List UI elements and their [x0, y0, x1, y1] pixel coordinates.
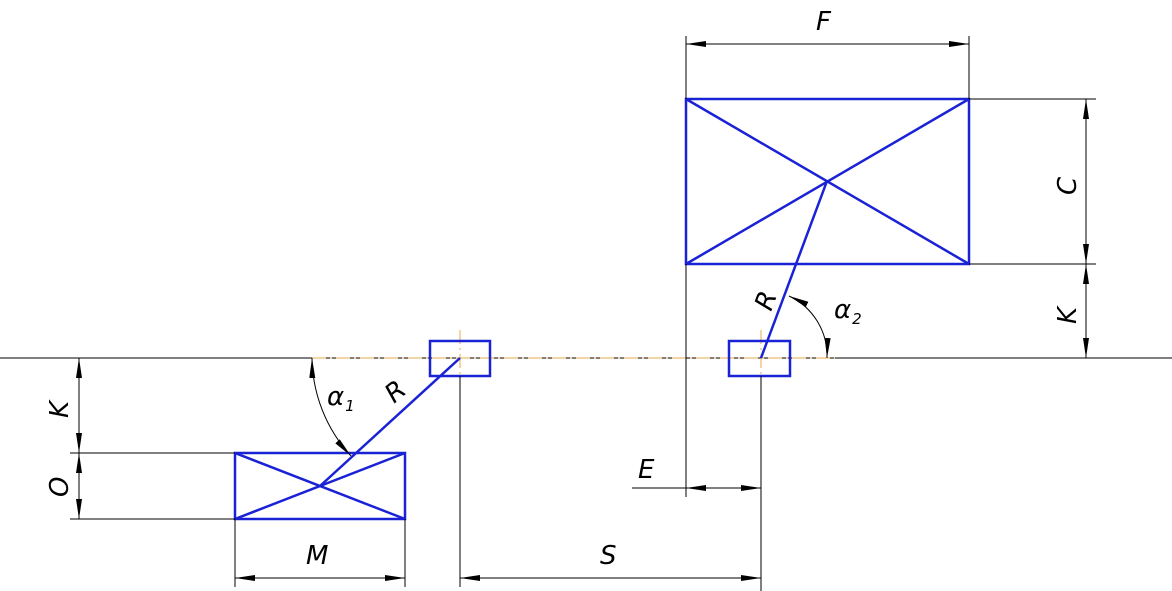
right-pivot-block	[727, 339, 792, 378]
label-alpha1: α1	[327, 382, 355, 415]
label-r-right: R	[749, 287, 783, 314]
angle-arc-alpha2	[788, 295, 831, 359]
right-radius-arm	[759, 180, 829, 359]
label-k-right: K	[1053, 305, 1083, 324]
label-o: O	[45, 477, 75, 497]
dimension-k-left	[70, 358, 235, 520]
label-k-left: K	[45, 399, 75, 418]
label-e: E	[638, 455, 655, 485]
dimension-s	[459, 376, 761, 587]
label-f: F	[816, 7, 832, 37]
dimension-e	[632, 264, 762, 591]
label-s: S	[600, 541, 617, 571]
label-alpha2: α2	[834, 295, 862, 328]
label-c: C	[1053, 176, 1083, 195]
dimension-f	[685, 36, 970, 99]
dimension-m	[234, 519, 406, 587]
dimension-c	[969, 98, 1096, 265]
left-radius-arm	[319, 357, 461, 487]
label-m: M	[306, 541, 328, 571]
label-r-left: R	[379, 375, 412, 410]
angle-arc-alpha1	[309, 357, 352, 457]
